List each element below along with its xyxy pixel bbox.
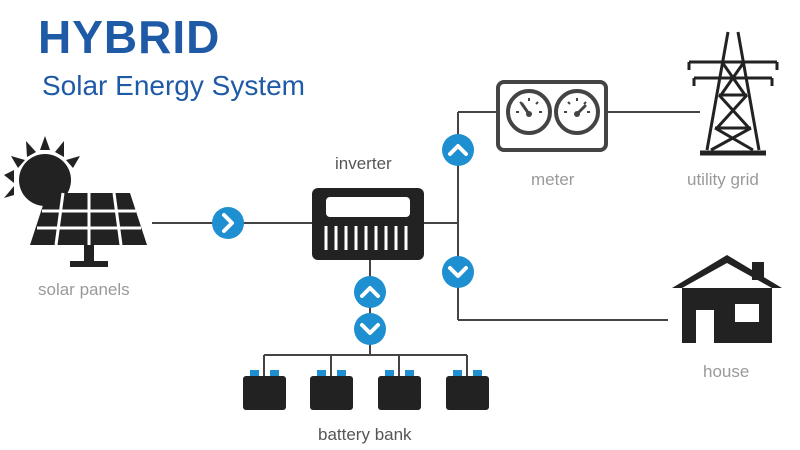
inverter-label: inverter bbox=[335, 154, 392, 173]
chevron-down-icon bbox=[442, 256, 474, 288]
utility-grid-label: utility grid bbox=[687, 170, 759, 189]
diagram-title: HYBRID bbox=[38, 11, 221, 63]
chevron-right-icon bbox=[212, 207, 244, 239]
meter-label: meter bbox=[531, 170, 575, 189]
chevron-down-icon bbox=[354, 313, 386, 345]
meter-icon bbox=[496, 80, 608, 152]
battery-icon bbox=[310, 370, 353, 410]
chevron-up-icon bbox=[354, 276, 386, 308]
diagram-subtitle: Solar Energy System bbox=[42, 70, 305, 101]
battery-bank-label: battery bank bbox=[318, 425, 412, 444]
house-icon bbox=[672, 255, 782, 343]
inverter-icon bbox=[312, 188, 424, 260]
battery-icon bbox=[378, 370, 421, 410]
battery-icon bbox=[243, 370, 286, 410]
solar-panel-icon bbox=[30, 192, 147, 267]
power-tower-icon bbox=[687, 31, 779, 156]
chevron-up-icon bbox=[442, 134, 474, 166]
battery-icon bbox=[446, 370, 489, 410]
house-label: house bbox=[703, 362, 750, 381]
solar-panels-label: solar panels bbox=[38, 280, 130, 299]
connection-lines bbox=[152, 111, 700, 376]
